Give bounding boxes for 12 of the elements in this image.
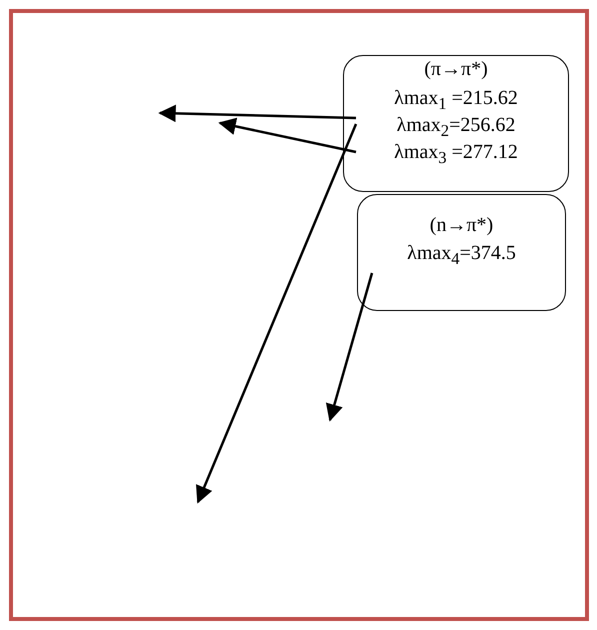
transition-heading: (n→π*)	[430, 214, 494, 236]
transition-heading: (π→π*)	[424, 58, 488, 80]
arrow	[326, 272, 374, 422]
arrow	[196, 124, 358, 504]
wavelength-value: λmax$_{4}$=374.5	[407, 242, 516, 264]
wavelength-value: λmax$_{2}$=256.62	[396, 114, 516, 136]
wavelength-value: λmax$_{1}$ =215.62	[394, 87, 518, 109]
arrow	[158, 104, 356, 122]
rounded-box	[357, 194, 566, 311]
arrow	[218, 118, 356, 154]
rounded-box	[343, 55, 569, 192]
wavelength-value: λmax$_{3}$ =277.12	[394, 141, 518, 163]
